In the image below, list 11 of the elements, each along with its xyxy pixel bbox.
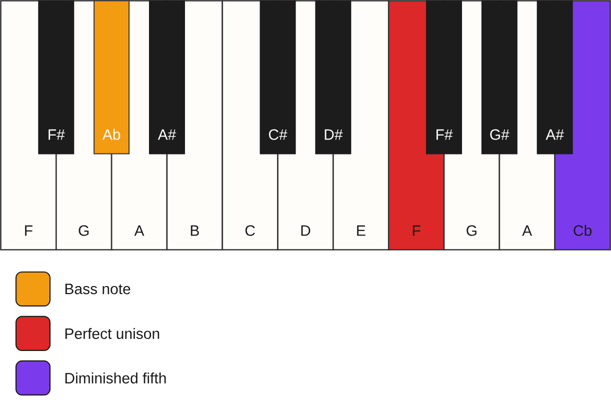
- piano-key: Ab: [94, 0, 130, 154]
- piano-key: A#: [148, 0, 185, 154]
- piano-key: C#: [260, 0, 296, 154]
- piano-key: D#: [315, 0, 352, 154]
- piano-key: A#: [536, 0, 573, 154]
- legend-label: Perfect unison: [65, 328, 160, 339]
- piano-key: G#: [481, 0, 518, 154]
- legend-label: Bass note: [65, 284, 130, 294]
- piano-key: F#: [38, 0, 74, 154]
- legend-label: Diminished fifth: [65, 372, 166, 384]
- piano-key: F#: [426, 0, 462, 154]
